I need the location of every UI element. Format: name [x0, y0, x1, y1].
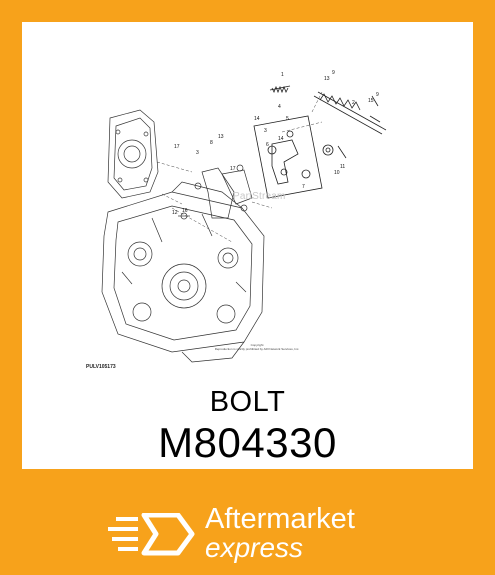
callout-7: 7: [302, 184, 305, 190]
copyright-line-2: Reproduction is strictly prohibited by A…: [214, 347, 300, 351]
callout-14: 14: [254, 116, 260, 122]
leader-lines: [156, 91, 323, 243]
product-card: 1 13 9 4 2 15 9 14 3 5 6 14 17 8 13 3 17…: [22, 22, 473, 469]
part-name: BOLT: [209, 386, 286, 418]
callout-2: 2: [352, 100, 355, 106]
brand-name-line-1: Aftermarket: [205, 503, 355, 535]
parts-diagram: 1 13 9 4 2 15 9 14 3 5 6 14 17 8 13 3 17…: [101, 70, 387, 363]
callout-6: 6: [266, 142, 269, 148]
callout-10: 10: [334, 170, 340, 176]
copyright-note: Copyright Reproduction is strictly prohi…: [212, 343, 302, 351]
lever-bracket: [178, 164, 253, 220]
callout-13b: 13: [218, 134, 224, 140]
callout-1: 1: [281, 72, 284, 78]
part-number: M804330: [158, 419, 337, 466]
callout-11: 11: [340, 164, 345, 170]
figure-id: PULV105173: [86, 364, 116, 370]
callout-16: 16: [182, 208, 188, 214]
watermark-text: PartStream: [233, 191, 286, 202]
callout-3: 3: [264, 128, 267, 134]
cover-plate: [107, 109, 159, 199]
callout-13: 13: [324, 76, 330, 82]
transmission-housing: [101, 181, 265, 363]
callout-17b: 17: [230, 166, 236, 172]
callout-3b: 3: [196, 150, 199, 156]
copyright-line-1: Copyright: [250, 343, 264, 347]
callout-8: 8: [210, 140, 213, 146]
aftermarket-express-logo-icon: [108, 513, 195, 556]
callout-4: 4: [278, 104, 281, 110]
detail-box: [253, 115, 323, 199]
callout-9: 9: [332, 70, 335, 76]
brand-name-line-2: express: [205, 532, 304, 563]
callout-14b: 14: [278, 136, 284, 142]
callout-5: 5: [286, 116, 289, 122]
callout-12: 12: [172, 210, 178, 216]
spring-shaft: [269, 85, 387, 159]
callout-9b: 9: [376, 92, 379, 98]
callout-labels: 1 13 9 4 2 15 9 14 3 5 6 14 17 8 13 3 17…: [172, 70, 379, 216]
callout-15: 15: [368, 98, 374, 104]
callout-17: 17: [174, 144, 180, 150]
